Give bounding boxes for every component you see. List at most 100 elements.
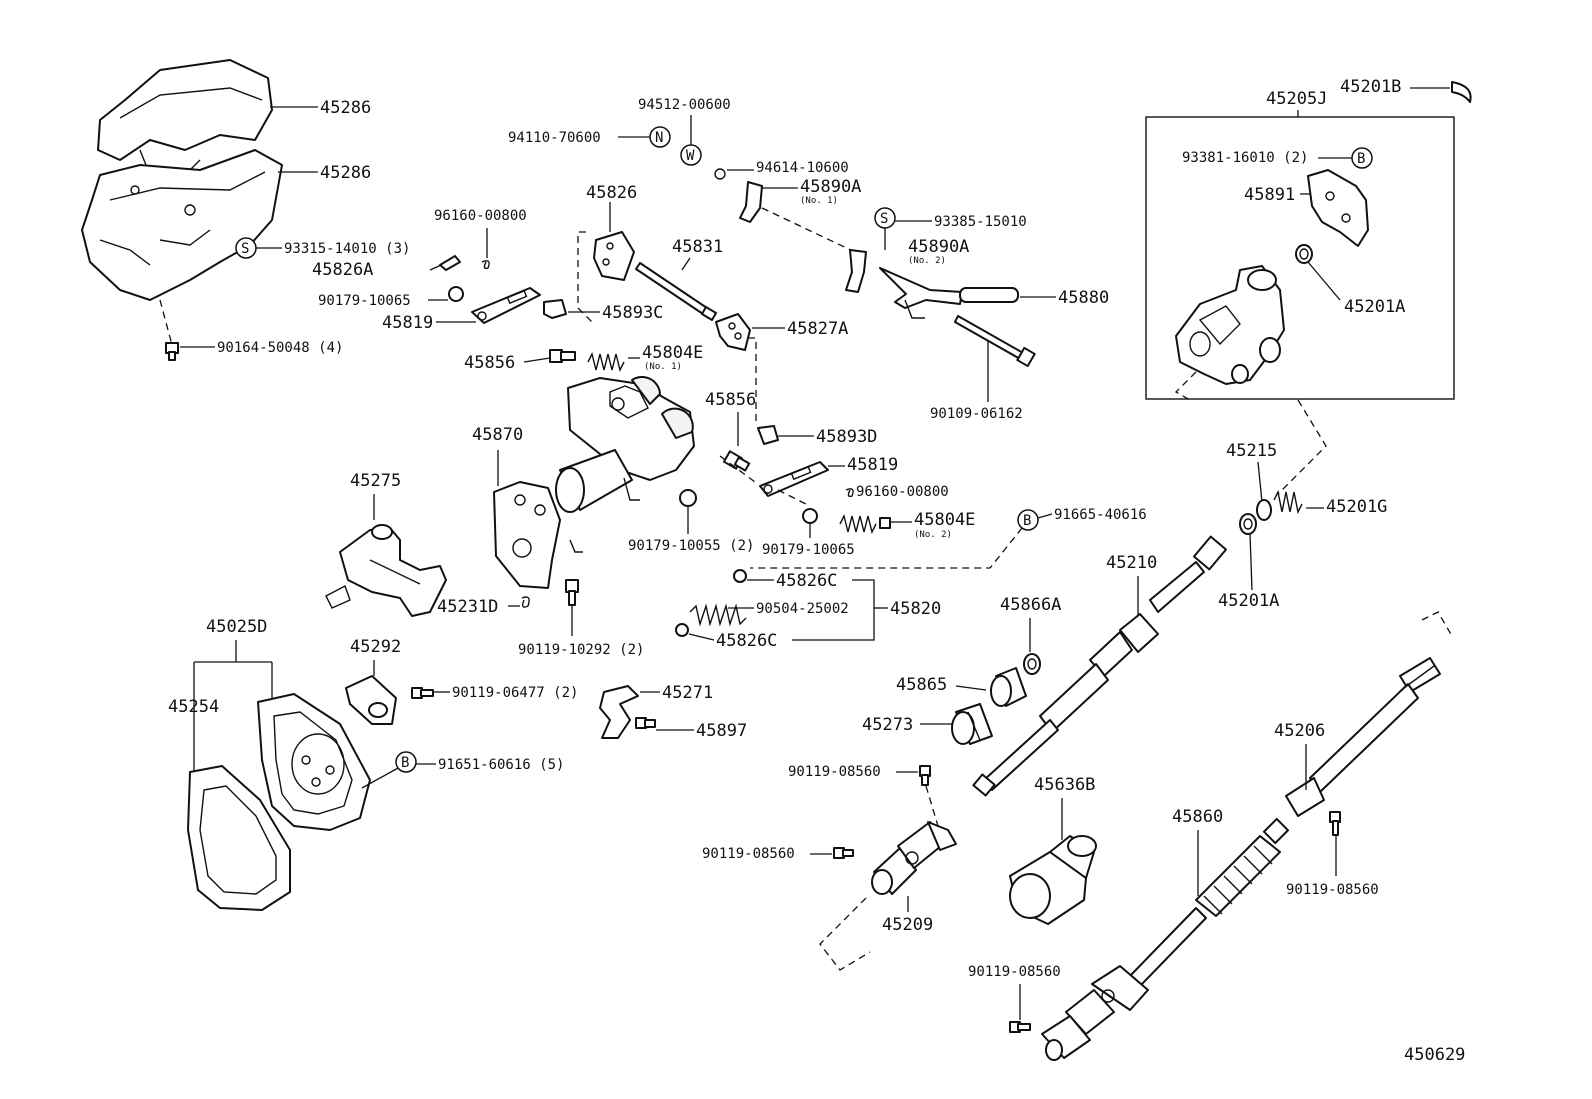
leader xyxy=(1037,513,1053,519)
shaft-45831 xyxy=(635,262,717,321)
part-label: 45856 xyxy=(464,353,515,373)
dashed-guide xyxy=(1174,371,1327,495)
bolt-90109 xyxy=(954,315,1036,368)
bushing-45866a-hole xyxy=(1027,658,1037,670)
leader xyxy=(361,767,399,789)
symbol-w xyxy=(680,144,702,166)
part-label: 93381-16010 (2) xyxy=(1182,150,1308,166)
part-label: 45819 xyxy=(382,313,433,333)
dashed-guide xyxy=(748,337,757,425)
lever-45880 xyxy=(879,267,1019,319)
plate-45254 xyxy=(257,693,371,831)
part-label: 93385-15010 xyxy=(934,214,1027,230)
bracket-45890a-no2 xyxy=(845,249,867,293)
bushing-45201a-upper-hole xyxy=(1299,248,1309,260)
nut-90179-10055 xyxy=(679,489,697,507)
part-label: 90119-08560 xyxy=(968,964,1061,980)
nut-90179-10065b xyxy=(802,508,818,524)
part-label: 45880 xyxy=(1058,288,1109,308)
part-label: 45201B xyxy=(1340,77,1401,97)
bolt-90119-08560-left xyxy=(833,847,854,859)
dashed-guide xyxy=(925,785,939,827)
part-label: 90109-06162 xyxy=(930,406,1023,422)
link-45819b xyxy=(759,461,829,497)
shaft-45210 xyxy=(972,535,1228,797)
part-label: 45201G xyxy=(1326,497,1387,517)
part-label: 45827A xyxy=(787,319,848,339)
part-label: 45866A xyxy=(1000,595,1061,615)
cam-45827a xyxy=(715,313,751,351)
part-label: 45856 xyxy=(705,390,756,410)
part-note: (No. 1) xyxy=(800,196,838,206)
clip-96160b xyxy=(845,488,854,498)
clip-96160 xyxy=(481,260,490,270)
dashed-guide xyxy=(761,207,856,253)
part-label: 45231D xyxy=(437,597,498,617)
symbol-b-letter: B xyxy=(401,755,409,771)
part-label: 45831 xyxy=(672,237,723,257)
gasket-45254 xyxy=(187,765,291,911)
part-label: 45865 xyxy=(896,675,947,695)
dashed-guide xyxy=(1421,611,1453,637)
link-45819a xyxy=(471,287,541,324)
column-assembly-45870 xyxy=(493,375,695,589)
dashed-guide xyxy=(159,299,173,346)
part-label: 91651-60616 (5) xyxy=(438,757,564,773)
dashed-guide xyxy=(719,455,756,483)
pin-45826c-upper xyxy=(733,569,747,583)
spring-45804e-no1 xyxy=(587,351,625,373)
clip-45893d xyxy=(757,425,779,445)
part-label: 45826C xyxy=(716,631,777,651)
spring-45201g xyxy=(1273,489,1303,515)
part-label: 45215 xyxy=(1226,441,1277,461)
symbol-s-letter: S xyxy=(880,211,888,227)
symbol-b xyxy=(1017,509,1039,531)
part-label: 45209 xyxy=(882,915,933,935)
pin-45897 xyxy=(635,717,656,729)
part-label: 45826C xyxy=(776,571,837,591)
part-label: 94614-10600 xyxy=(756,160,849,176)
cam-plate-45826 xyxy=(593,231,635,281)
shaft-45860 xyxy=(1041,817,1290,1061)
bushing-45201a-upper xyxy=(1295,244,1313,264)
bushing-45201a-lower-hole xyxy=(1243,518,1253,530)
part-label: 45201A xyxy=(1344,297,1405,317)
part-label: 90119-08560 xyxy=(1286,882,1379,898)
washer-45215 xyxy=(1256,499,1272,521)
part-label: 45860 xyxy=(1172,807,1223,827)
symbol-n-letter: N xyxy=(655,130,663,146)
part-label: 45891 xyxy=(1244,185,1295,205)
part-label: 45273 xyxy=(862,715,913,735)
part-label: 90164-50048 (4) xyxy=(217,340,343,356)
part-label: 45870 xyxy=(472,425,523,445)
part-label: 45254 xyxy=(168,697,219,717)
part-note: (No. 1) xyxy=(644,362,682,372)
leader xyxy=(792,579,875,641)
part-label: 96160-00800 xyxy=(856,484,949,500)
dashed-guide xyxy=(750,527,1023,569)
diagram-id: 450629 xyxy=(1404,1045,1465,1065)
bracket-45275 xyxy=(325,524,447,617)
leader xyxy=(523,357,551,363)
bolt-90119-10292 xyxy=(565,579,579,606)
leader xyxy=(1307,261,1341,301)
bolt-90119-06477 xyxy=(411,687,434,699)
symbol-b xyxy=(395,751,417,773)
bolt-90164 xyxy=(165,342,179,361)
leader xyxy=(681,257,691,271)
part-label: 45271 xyxy=(662,683,713,703)
part-label: 90179-10065 xyxy=(318,293,411,309)
part-label: 45206 xyxy=(1274,721,1325,741)
spring-45804e-no2 xyxy=(839,513,891,535)
part-label: 90119-10292 (2) xyxy=(518,642,644,658)
symbol-n xyxy=(649,126,671,148)
clip-45893c xyxy=(543,299,567,319)
spring-90504 xyxy=(689,603,747,627)
part-label: 45210 xyxy=(1106,553,1157,573)
part-label: 45819 xyxy=(847,455,898,475)
boot-45636b xyxy=(1009,835,1097,925)
leader xyxy=(1257,461,1263,503)
part-label: 45286 xyxy=(320,163,371,183)
part-label: 90179-10055 (2) xyxy=(628,538,754,554)
